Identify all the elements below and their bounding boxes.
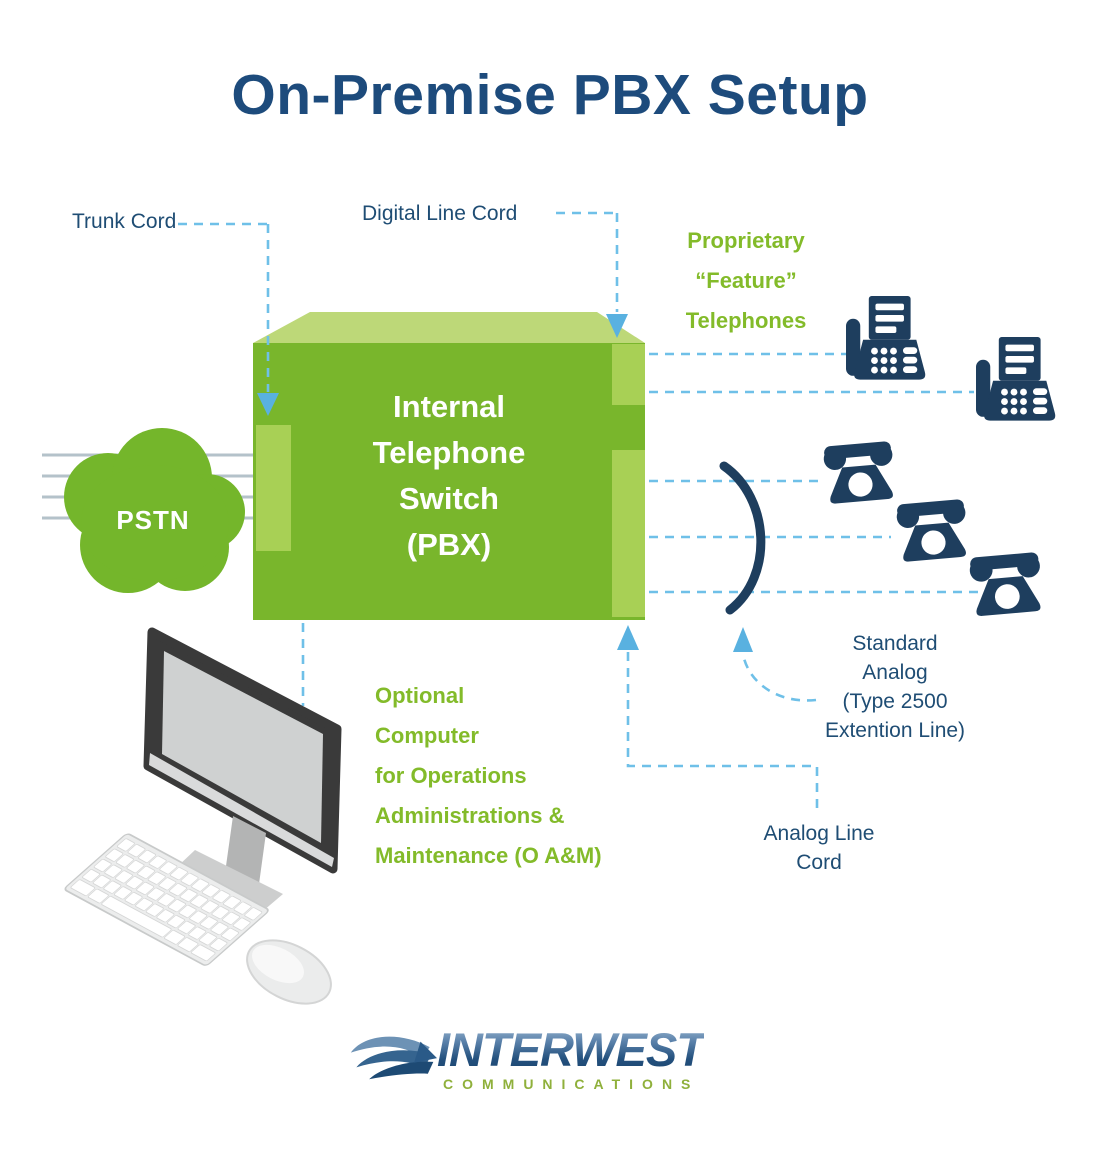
monitor-stand [226,816,266,884]
pbx-box-label: Internal Telephone Switch (PBX) [372,389,526,562]
pstn-label: PSTN [116,505,190,535]
dashed-connectors [178,211,1002,812]
analog-line-cord-arrow [617,625,639,650]
standard-analog-arrow [733,627,753,652]
standard-analog-connector [741,653,817,702]
pstn-cloud-icon [64,428,245,593]
analog-phone-icon [969,552,1041,616]
feature-phone-icon [976,337,1056,421]
analog-phone-icon [823,441,893,504]
analog-line-cord-label: Analog Line Cord [763,822,875,874]
keyboard [64,833,269,966]
analog-lines-bracket [719,461,766,615]
feature-phone-icon [846,296,926,380]
logo-tagline: COMMUNICATIONS [443,1076,700,1092]
desktop-computer-icon [64,627,342,1005]
mouse [246,939,332,1005]
analog-phone-icon [896,499,966,562]
digital-line-cord-label: Digital Line Cord [362,202,518,225]
logo: INTERWEST COMMUNICATIONS [349,1023,705,1092]
standard-analog-label: Standard Analog (Type 2500 Extention Lin… [824,632,966,742]
monitor-base [178,850,283,911]
connector-arrowheads [257,314,753,652]
oam-label: Optional Computer for Operations Adminis… [375,683,602,868]
trunk-cord-label: Trunk Cord [72,210,177,233]
analog-line-cord-connector [626,652,819,812]
logo-brand: INTERWEST [437,1023,705,1076]
digital-line-cord-arrow [606,314,628,338]
proprietary-telephones-label: Proprietary “Feature” Telephones [685,228,807,333]
trunk-cord-arrow [257,393,279,416]
logo-swoosh-icon [350,1036,437,1080]
page-title: On-Premise PBX Setup [231,63,869,127]
pbx-box [253,312,645,620]
